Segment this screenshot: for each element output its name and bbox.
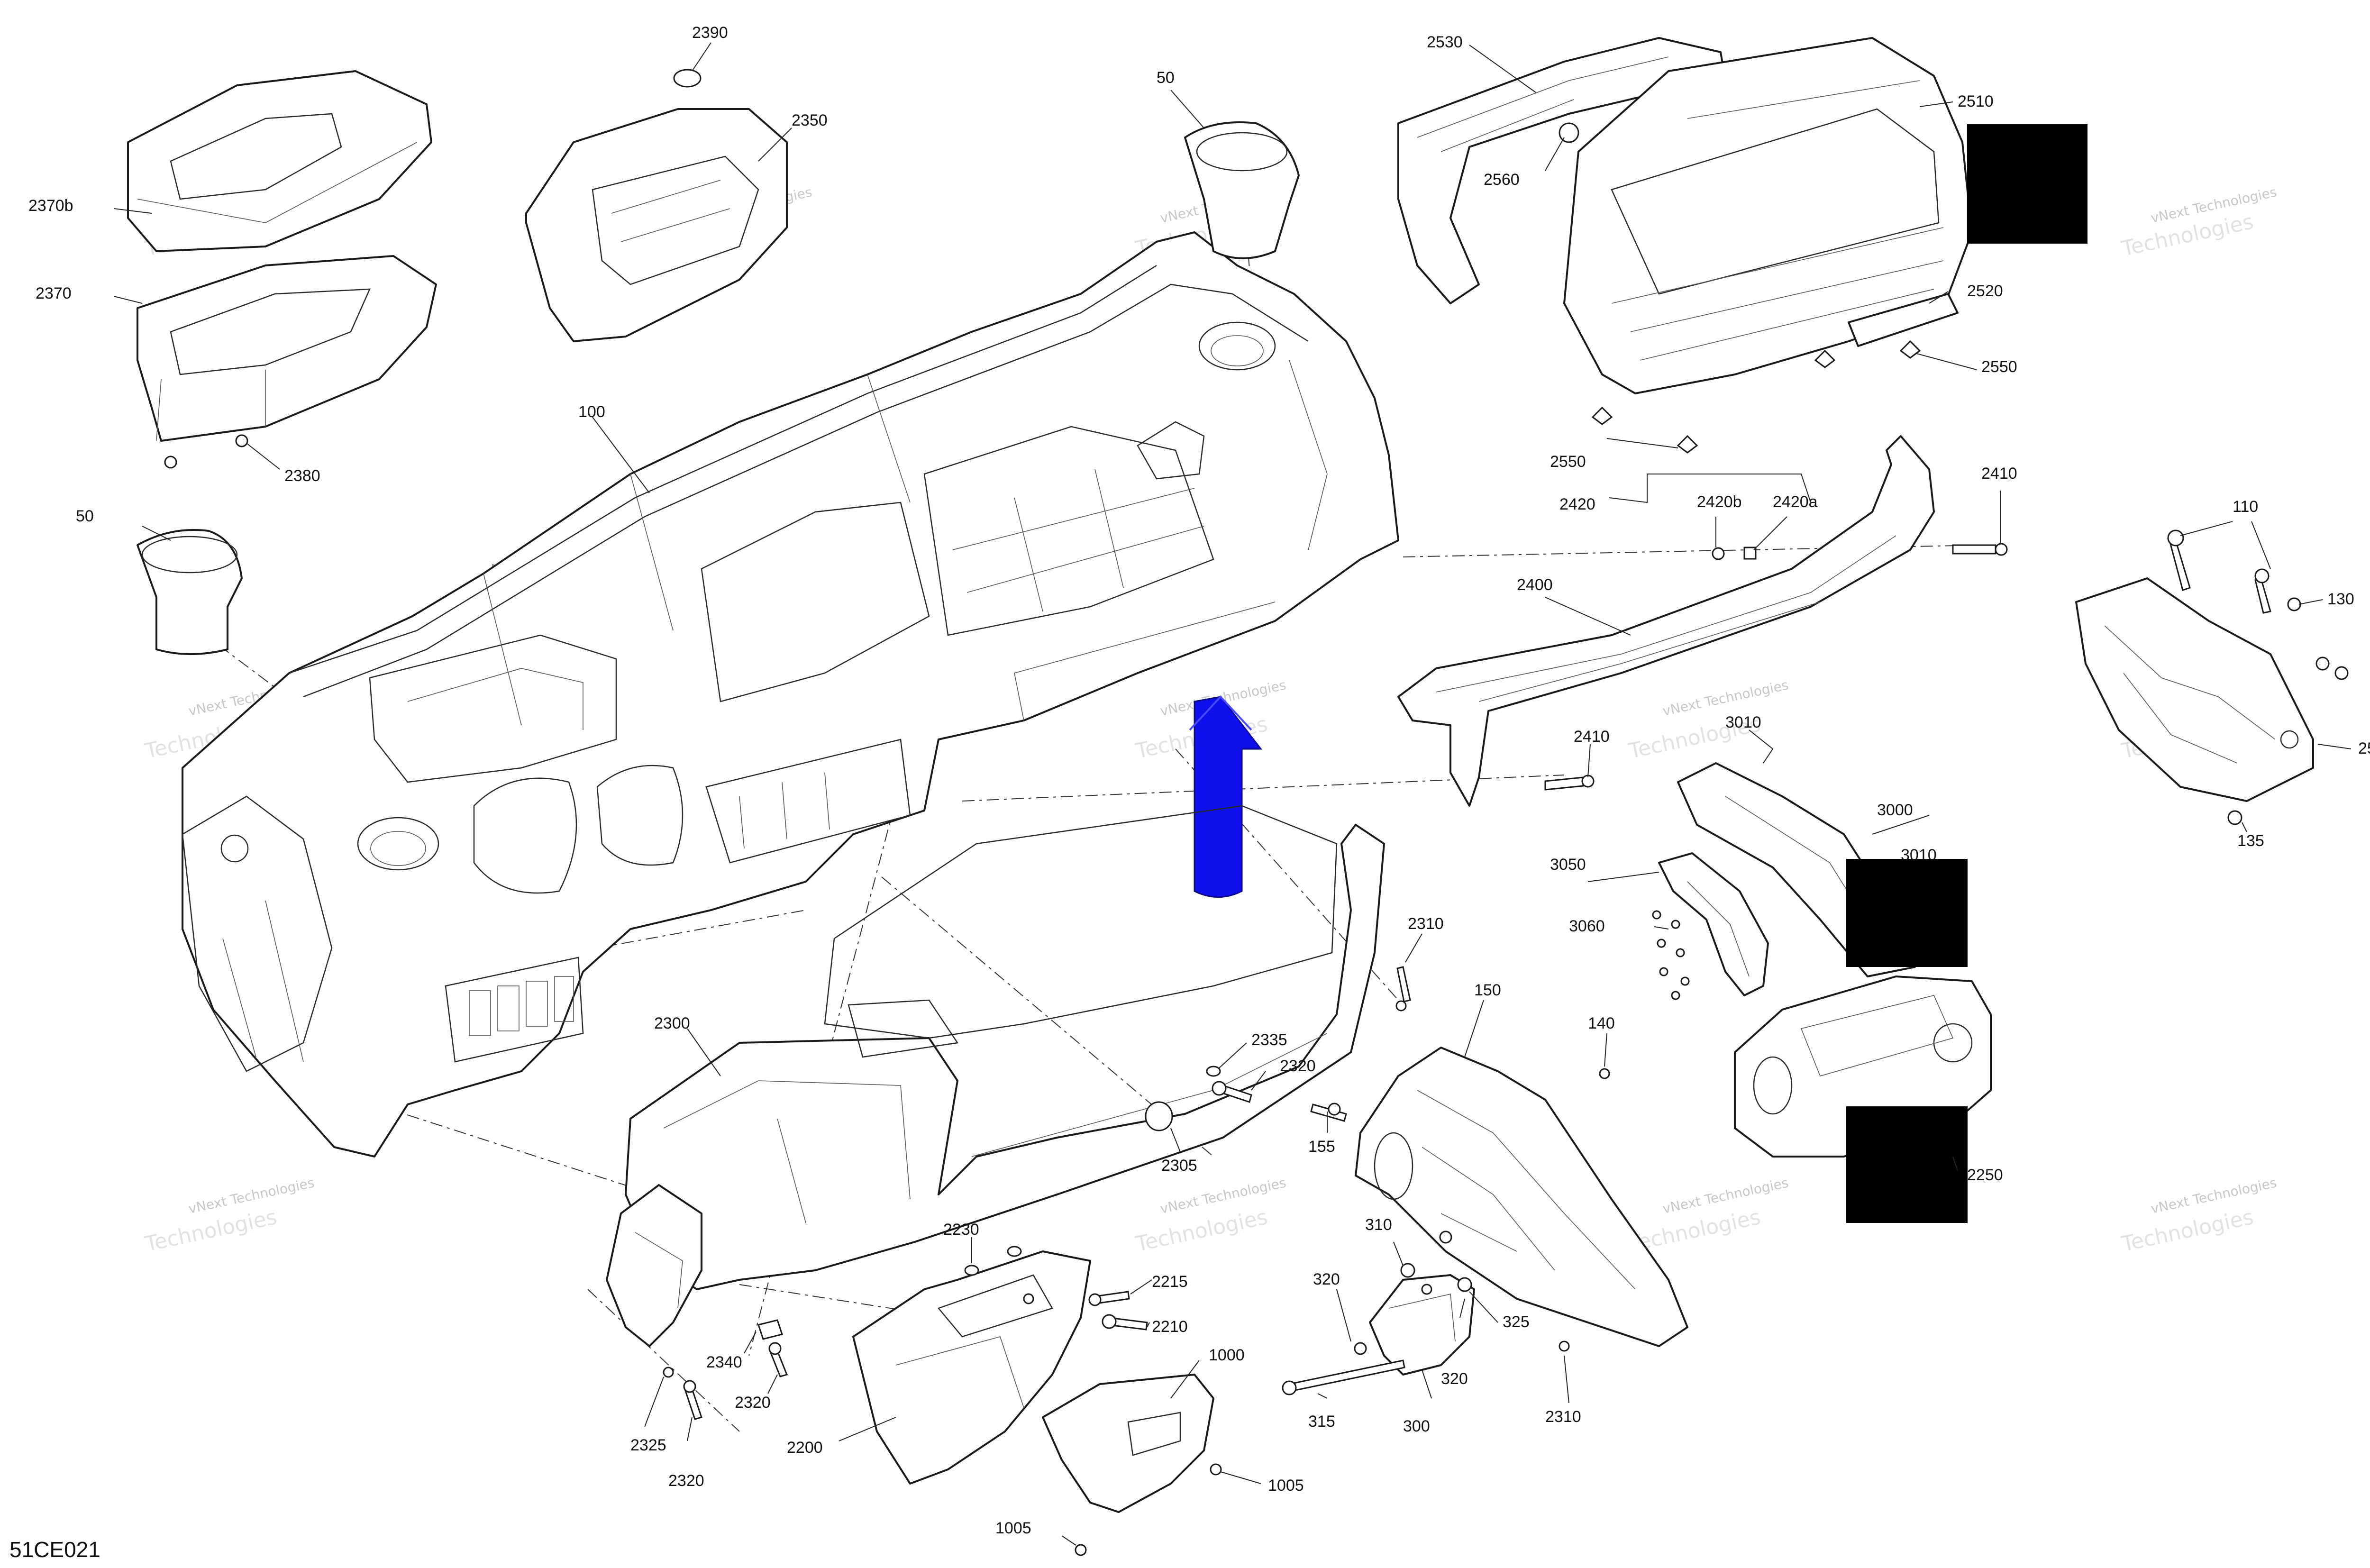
dashboard-main-100 (182, 231, 1399, 1158)
callout-2390: 2390 (692, 24, 728, 42)
callout-2200: 2200 (787, 1439, 823, 1457)
callout-50-left: 50 (76, 507, 94, 525)
watermark: Technologies (2119, 1205, 2256, 1257)
callout-1005-left: 1005 (995, 1519, 1031, 1537)
cup-holder-50-top (1184, 121, 1300, 259)
callout-2520: 2520 (1967, 282, 2003, 300)
callout-3010-top: 3010 (1725, 713, 1761, 731)
callout-2420b: 2420b (1697, 493, 1742, 511)
support-300 (1282, 1263, 1570, 1395)
callout-315: 315 (1308, 1413, 1335, 1431)
duct-cover-3050 (1658, 852, 1769, 996)
redaction-box (1967, 124, 2087, 244)
rivets-3060 (1652, 910, 1690, 1000)
callout-2400: 2400 (1517, 576, 1553, 594)
callout-2230: 2230 (943, 1221, 979, 1239)
callout-2310-upper: 2310 (1408, 915, 1444, 933)
callout-1000: 1000 (1209, 1346, 1245, 1364)
callout-3050: 3050 (1550, 856, 1586, 874)
callout-labels: 2390 2350 2370b 2370 2380 50 50 100 2530… (28, 24, 2370, 1537)
fasteners-2420 (1544, 543, 2008, 791)
callout-2305: 2305 (1161, 1157, 1197, 1175)
callout-2250: 2250 (1967, 1166, 2003, 1184)
watermark: vNext Technologies (1661, 677, 1790, 719)
bolts-110-130-135 (2167, 529, 2349, 825)
callout-3010-mid: 3010 (1901, 846, 1937, 864)
diagram-reference-code: 51CE021 (9, 1537, 100, 1562)
callout-155: 155 (1308, 1138, 1335, 1156)
cross-bar-2400 (1397, 435, 1935, 807)
callout-2350: 2350 (792, 111, 828, 129)
callout-2420: 2420 (1559, 495, 1595, 513)
access-cover-1000 (1042, 1374, 1222, 1556)
side-duct-150 (1310, 1047, 1688, 1347)
callout-2320-upper: 2320 (1280, 1057, 1316, 1075)
callout-2550-right: 2550 (1981, 358, 2017, 376)
watermark: Technologies (1133, 1205, 1270, 1257)
side-bracket-250 (2075, 577, 2314, 802)
callout-2410-bottom: 2410 (1574, 728, 1610, 746)
watermark: vNext Technologies (2150, 1175, 2279, 1217)
callout-140: 140 (1588, 1014, 1615, 1032)
callout-2340: 2340 (706, 1353, 742, 1371)
callout-2410-top: 2410 (1981, 465, 2017, 483)
callout-135: 135 (2237, 832, 2264, 850)
callout-2380: 2380 (284, 467, 320, 485)
callout-2320-mid: 2320 (735, 1394, 771, 1412)
callout-3000: 3000 (1877, 801, 1913, 819)
callout-2560: 2560 (1484, 171, 1520, 189)
callout-3060: 3060 (1569, 917, 1605, 935)
fasteners-2310-2320-2335 (1145, 966, 1411, 1131)
front-direction-arrow (1189, 695, 1263, 898)
callout-2210: 2210 (1152, 1318, 1188, 1336)
handle-bar-2530 (1397, 37, 1726, 304)
callout-2370: 2370 (36, 284, 72, 302)
callout-50-top: 50 (1157, 69, 1175, 87)
callout-2530: 2530 (1427, 33, 1463, 51)
callout-2510: 2510 (1958, 92, 1994, 110)
callout-110: 110 (2233, 498, 2258, 516)
console-lid-2370b (127, 70, 432, 252)
callout-2335: 2335 (1251, 1031, 1287, 1049)
callout-2370b: 2370b (28, 197, 73, 215)
console-tray-2370 (137, 255, 437, 442)
trim-strip-2520 (1848, 293, 1959, 347)
callout-2320-lower: 2320 (668, 1472, 704, 1490)
knee-panel-2200 (852, 1250, 1091, 1485)
callout-1005-right: 1005 (1268, 1477, 1304, 1495)
screws-2380 (164, 434, 248, 469)
cup-holder-50-left (137, 529, 243, 655)
clips-2550 (1591, 340, 1921, 454)
callout-2550-left: 2550 (1550, 453, 1586, 471)
lower-tray-2300 (625, 805, 1385, 1290)
callout-150: 150 (1474, 981, 1501, 999)
redaction-box (1846, 1106, 1968, 1223)
callout-325: 325 (1503, 1313, 1530, 1331)
callout-310: 310 (1365, 1216, 1392, 1234)
watermark: Technologies (143, 1205, 279, 1257)
callout-130: 130 (2327, 590, 2354, 608)
callout-2325: 2325 (630, 1436, 666, 1454)
callout-100: 100 (578, 403, 605, 421)
callout-2310-lower: 2310 (1545, 1408, 1581, 1426)
callout-250: 250 (2358, 739, 2370, 757)
callout-300: 300 (1403, 1417, 1430, 1435)
callout-2420a: 2420a (1773, 493, 1818, 511)
callout-320-right: 320 (1441, 1370, 1468, 1388)
cap-2390 (673, 69, 702, 88)
redaction-box (1846, 859, 1968, 967)
fasteners-2210-2215-2230 (964, 1246, 1148, 1331)
watermark: vNext Technologies (1159, 1175, 1288, 1217)
callout-2300: 2300 (654, 1014, 690, 1032)
watermark: vNext Technologies (1661, 1175, 1790, 1217)
top-panel-2350 (525, 108, 788, 342)
left-bracket-2340 (606, 1184, 788, 1420)
callout-320-left: 320 (1313, 1270, 1340, 1288)
callout-2215: 2215 (1152, 1273, 1188, 1291)
leader-lines (113, 42, 2352, 1546)
